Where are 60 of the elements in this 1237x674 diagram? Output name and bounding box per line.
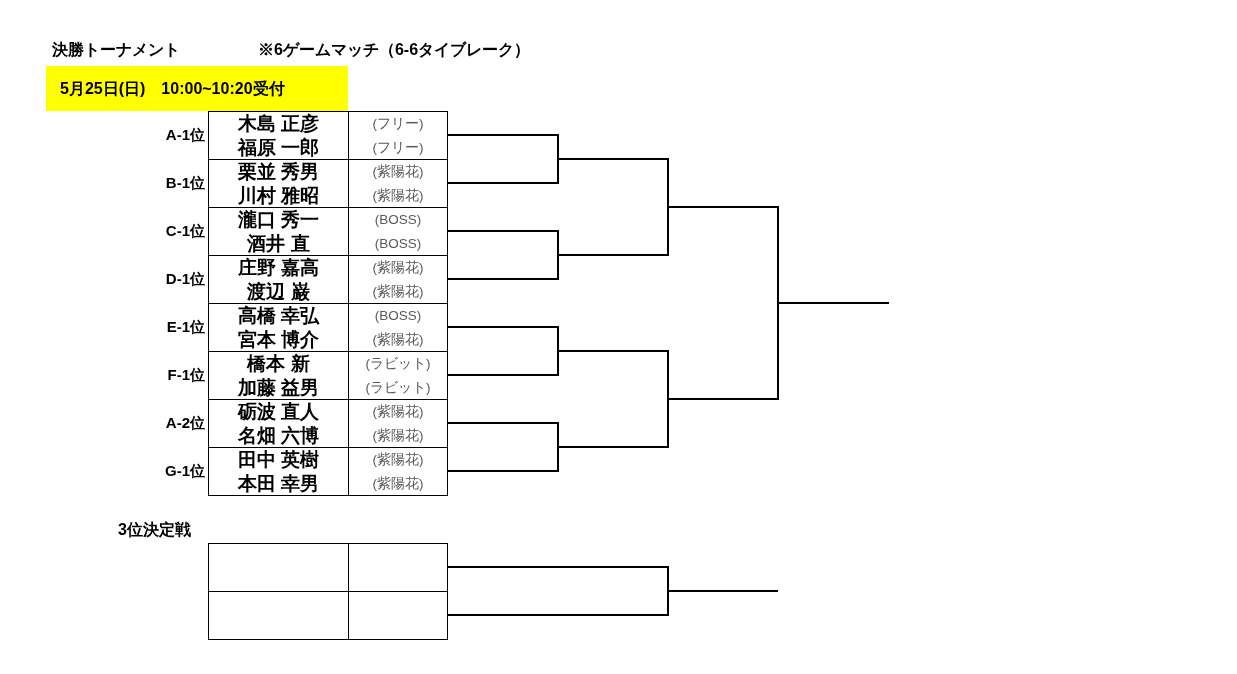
entry-row [208,207,448,256]
section-heading: 3位決定戦 [118,520,191,540]
seed-label: A-2位 [165,413,205,433]
club-name: (紫陽花) [372,186,424,205]
player-name: 砺波 直人 [237,399,320,424]
player-name: 本田 幸男 [237,471,320,496]
player-name: 宮本 博介 [237,327,320,352]
player-name: 高橋 幸弘 [237,303,320,328]
club-name: (ラビット) [365,354,431,373]
seed-label: D-1位 [165,269,205,289]
club-name: (フリー) [372,114,424,133]
player-name: 栗並 秀男 [237,159,320,184]
club-name: (BOSS) [374,234,422,253]
club-name: (BOSS) [374,210,422,229]
player-name: 木島 正彦 [237,111,320,136]
banner-text: 5月25日(日) 10:00~10:20受付 [60,78,285,99]
club-name: (紫陽花) [372,282,424,301]
seed-label: A-1位 [165,125,205,145]
entry-row [208,303,448,352]
club-name: (紫陽花) [372,450,424,469]
player-name: 渡辺 巌 [247,279,310,304]
player-name: 庄野 嘉高 [237,255,320,280]
club-name: (紫陽花) [372,162,424,181]
club-name: (紫陽花) [372,426,424,445]
bracket-line [447,326,559,376]
entry-row [208,543,448,592]
entry-row [208,255,448,304]
club-name: (ラビット) [365,378,431,397]
player-name: 瀧口 秀一 [237,207,320,232]
club-name: (紫陽花) [372,402,424,421]
entry-row [208,399,448,448]
bracket-line [447,566,669,616]
player-name: 田中 英樹 [237,447,320,472]
club-name: (紫陽花) [372,330,424,349]
entry-row [208,351,448,400]
note: ※6ゲームマッチ（6-6タイブレーク） [258,40,531,60]
entry-row [208,159,448,208]
entry-row [208,591,448,640]
player-name: 橋本 新 [247,351,310,376]
entry-row [208,111,448,160]
entry-row [208,447,448,496]
club-name: (BOSS) [374,306,422,325]
bracket-line [447,422,559,472]
seed-label: B-1位 [165,173,205,193]
club-name: (紫陽花) [372,258,424,277]
player-name: 川村 雅昭 [237,183,320,208]
seed-label: G-1位 [165,461,205,481]
seed-label: F-1位 [167,365,205,385]
seed-label: C-1位 [165,221,205,241]
date-banner [46,66,348,111]
player-name: 名畑 六博 [237,423,320,448]
title: 決勝トーナメント [52,40,180,60]
player-name: 福原 一郎 [237,135,320,160]
club-name: (フリー) [372,138,424,157]
bracket-line [447,230,559,280]
bracket-line [447,134,559,184]
player-name: 加藤 益男 [237,375,320,400]
club-name: (紫陽花) [372,474,424,493]
seed-label: E-1位 [166,317,205,337]
player-name: 酒井 直 [247,231,310,256]
